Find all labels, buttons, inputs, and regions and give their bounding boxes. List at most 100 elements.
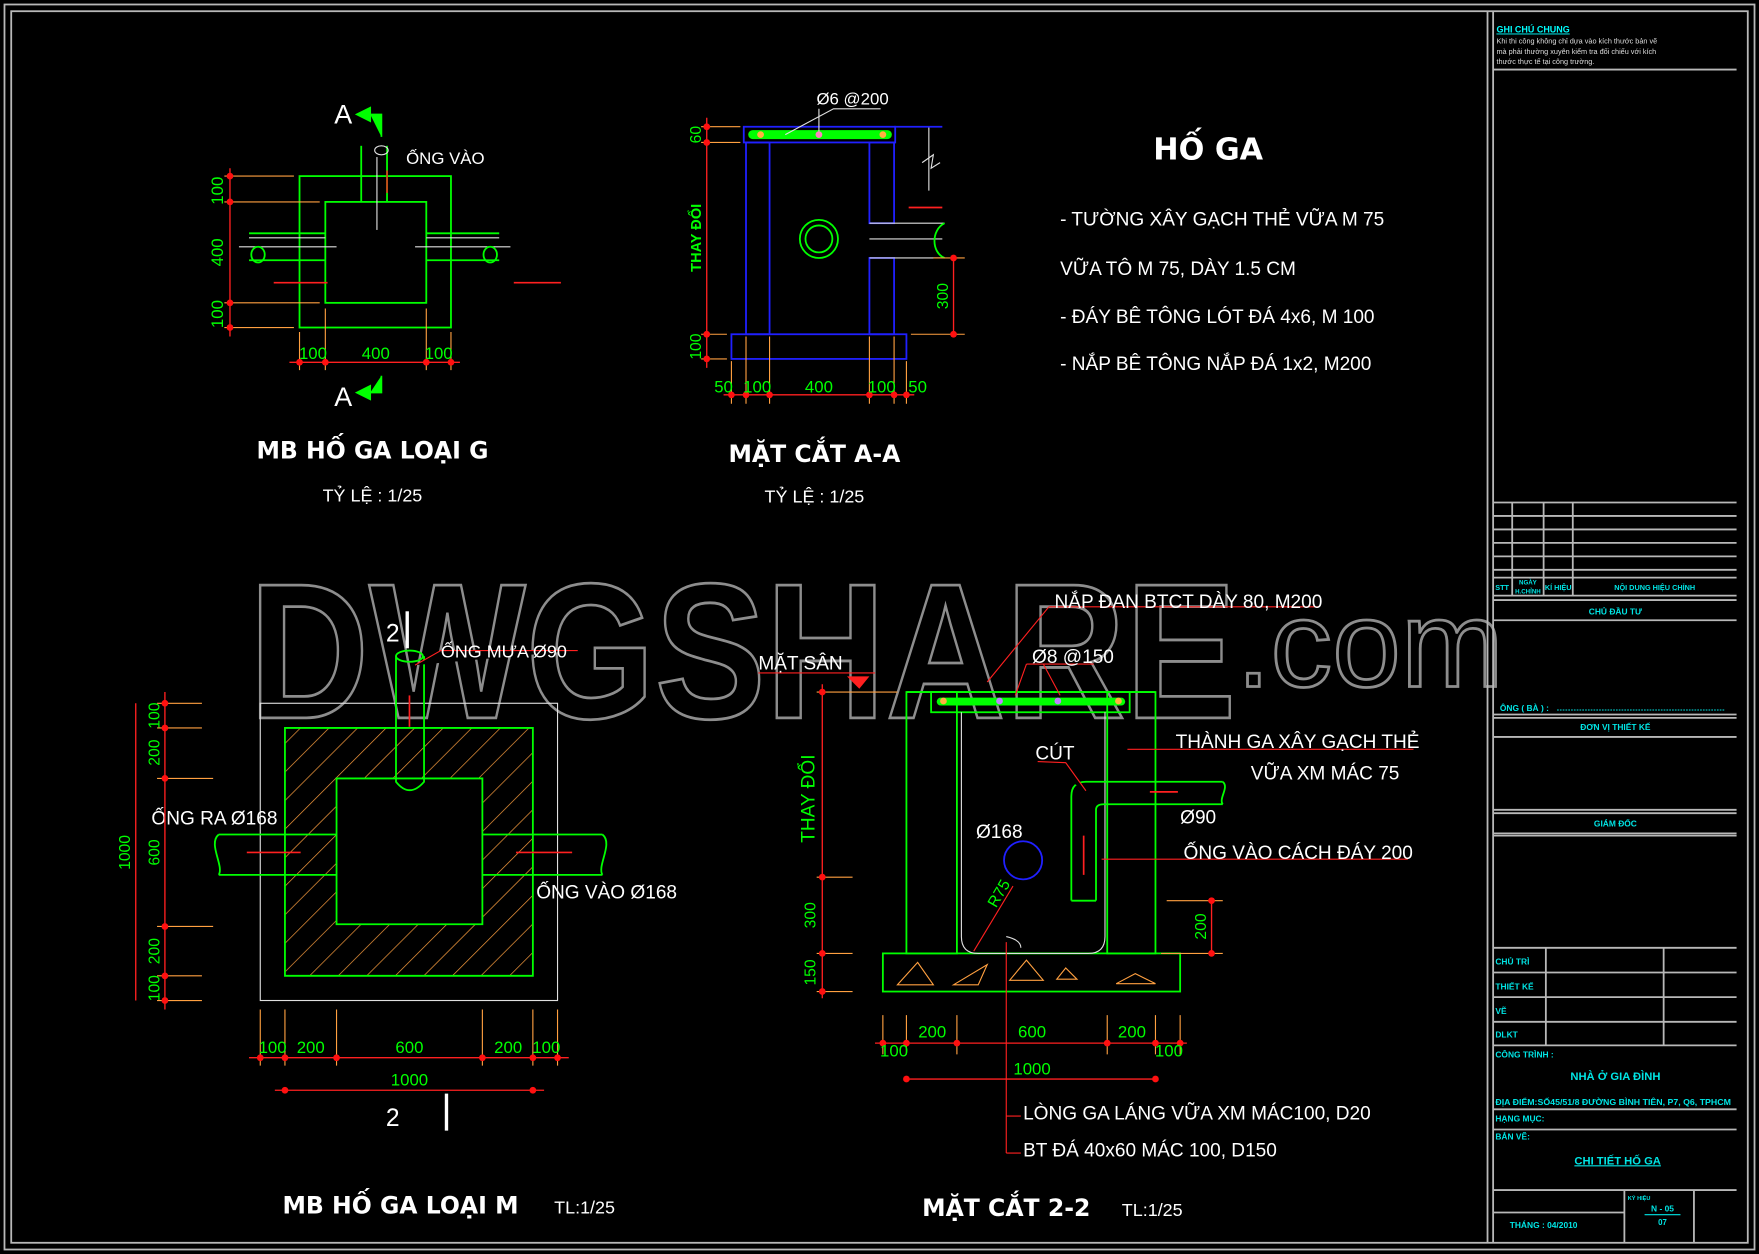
title-block: GHI CHÚ CHUNG Khi thi công không chỉ dựa… [1486,11,1737,1243]
section-mark-label: A [334,99,352,129]
plan-ho-ga-loai-g: A A ỐNG VÀO 100 400 100 100 400 100 MB H… [208,99,561,505]
horizontal-dimensions: 100 200 600 200 100 1000 [875,1015,1187,1083]
general-note-line: thước thực tế tại công trường. [1496,57,1594,66]
dim-label: 100 [146,702,163,728]
project-address: ĐỊA ĐIỂM:SỐ45/51/8 ĐƯỜNG BÌNH TIÊN, P7, … [1495,1097,1731,1107]
floor-note: LÒNG GA LÁNG VỮA XM MÁC100, D20 [1023,1102,1371,1124]
general-notes-box: GHI CHÚ CHUNG Khi thi công không chỉ dựa… [1493,24,1737,71]
section-mark-label: A [334,382,352,412]
dim-label: 200 [1118,1023,1146,1042]
rain-pipe [395,649,425,792]
dim-label: 100 [868,378,896,397]
inlet-note: ỐNG VÀO CÁCH ĐÁY 200 [1184,842,1413,864]
dim-label: 200 [918,1023,946,1042]
rain-pipe-label: ỐNG MƯA Ø90 [441,640,567,661]
general-notes: HỐ GA - TƯỜNG XÂY GẠCH THẺ VỮA M 75 VỮA … [1060,126,1384,375]
role-label: DLKT [1495,1030,1518,1040]
director-label: GIÁM ĐỐC [1594,818,1637,829]
elbow-label: CÚT [1035,742,1075,764]
dim-label: 400 [805,378,833,397]
vertical-dimensions: 100 200 600 200 100 1000 [117,692,214,1010]
role-label: THIẾT KẾ [1495,981,1534,991]
dim-label: 100 [146,975,163,1001]
dim-label: 200 [1193,913,1210,939]
inlet-pipe-label: ỐNG VÀO Ø168 [536,881,677,903]
code-label: KÝ HIỆU [1628,1194,1651,1202]
rebar-label: Ø6 @200 [816,89,888,108]
inlet-pipe [482,833,608,876]
drawing-scale: TL:1/25 [1122,1200,1183,1220]
investor-label: CHỦ ĐẦU TƯ [1589,606,1642,617]
watermark: DWGSHARE .com [248,541,1505,760]
dim-label: 600 [395,1038,423,1057]
dim-label: 100 [208,177,227,205]
drawing-title: MB HỐ GA LOẠI G [256,434,488,465]
dim-label: 100 [425,344,453,363]
category-label: HẠNG MỤC: [1495,1114,1544,1124]
vertical-dimensions: THAY ĐỔI 300 150 200 [797,684,1223,999]
plan-ho-ga-loai-m: ỐNG MƯA Ø90 ỐNG RA Ø168 ỐNG VÀO Ø168 2 2… [117,611,677,1220]
role-label: VẼ [1495,1006,1507,1016]
sheet-info: THÁNG : 04/2010 KÝ HIỆU N - 05 07 [1493,1190,1695,1243]
dim-label: 200 [494,1038,522,1057]
section-mark-a-top: A [334,99,383,137]
dim-label: 300 [935,283,952,309]
roles-table: CHỦ TRÌ THIẾT KẾ VẼ DLKT [1493,946,1737,1047]
rev-header: KÍ HIỆU [1545,583,1572,592]
sheet-number: 07 [1658,1218,1667,1227]
wall-note: THÀNH GA XÂY GẠCH THẺ [1176,731,1420,753]
pipe-90-label: Ø90 [1180,807,1216,828]
dim-label: 1000 [391,1071,428,1090]
pipe-168-label: Ø168 [976,822,1023,843]
note-line: VỮA TÔ M 75, DÀY 1.5 CM [1060,258,1296,280]
drawing-scale: TỶ LỆ : 1/25 [323,484,423,505]
vertical-dimensions: 60 THAY ĐỔI 100 300 [687,117,965,368]
rev-header: H.CHỈNH [1515,588,1541,595]
date-label: THÁNG : 04/2010 [1510,1219,1578,1230]
rev-header: NỘI DUNG HIỆU CHỈNH [1614,583,1695,592]
lid-note: NẮP ĐAN BTCT DÀY 80, M200 [1055,591,1323,613]
rebar-label: Ø8 @150 [1032,647,1114,668]
outlet-pipe [869,125,946,259]
base-note: BT ĐÁ 40x60 MÁC 100, D150 [1023,1140,1277,1161]
horizontal-dimensions: 100 200 600 200 100 1000 [249,1009,569,1094]
project-name: NHÀ Ở GIA ĐÌNH [1570,1070,1660,1083]
dim-label: 100 [688,333,705,359]
horizontal-dimensions: 50 100 400 100 50 [714,336,927,404]
section-mark-label: 2 [386,621,400,648]
outlet-pipe-label: ỐNG RA Ø168 [151,807,277,829]
horizontal-pipe [238,232,511,264]
dim-label: 50 [908,378,927,397]
pipe-label: ỐNG VÀO [406,148,484,168]
wall-note: VỮA XM MÁC 75 [1251,763,1400,785]
drawing-title: MẶT CẮT A-A [728,437,901,468]
general-note-line: Khi thi công không chỉ dựa vào kích thướ… [1496,37,1657,46]
project-label: CÔNG TRÌNH : [1495,1049,1553,1060]
sheet-frame [3,3,1756,1251]
outlet-pipe [213,833,337,876]
designer-label: ĐƠN VỊ THIẾT KẾ [1580,722,1651,732]
dim-label: 200 [146,938,163,964]
dim-label: 600 [146,839,163,865]
inlet-pipe [360,145,389,230]
dim-label: 100 [743,378,771,397]
note-line: - TƯỜNG XÂY GẠCH THẺ VỮA M 75 [1060,208,1384,230]
drawing-title: MẶT CẮT 2-2 [922,1191,1090,1222]
dim-label: 200 [297,1038,325,1057]
floor-level-label: MẶT SÂN [758,654,842,675]
dim-label: 1000 [117,835,134,870]
note-line: - NẮP BÊ TÔNG NẮP ĐÁ 1x2, M200 [1060,353,1371,375]
rev-header: STT [1495,583,1509,592]
vertical-dimensions: 100 400 100 [208,168,320,337]
dim-label: 300 [803,902,820,928]
dim-label: 150 [803,959,820,985]
note-line: - ĐÁY BÊ TÔNG LÓT ĐÁ 4x6, M 100 [1060,306,1374,328]
general-notes-heading: GHI CHÚ CHUNG [1496,24,1569,35]
watermark-suffix: .com [1236,575,1503,713]
dim-label: 1000 [1013,1060,1050,1079]
dim-label: 100 [259,1038,287,1057]
horizontal-dimensions: 100 400 100 [289,308,460,371]
dim-label: 400 [208,238,227,266]
dim-label: 100 [1155,1042,1183,1061]
